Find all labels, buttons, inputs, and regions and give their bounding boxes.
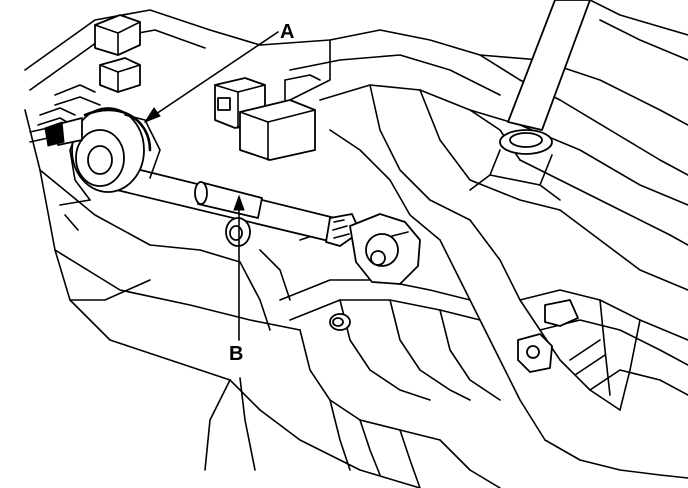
callout-a-label: A: [280, 21, 294, 43]
hardware-details: [329, 299, 606, 376]
bracket-block: [214, 74, 321, 161]
shift-lever: [469, 0, 591, 201]
callout-b-label: B: [229, 343, 243, 365]
callout-b: B: [229, 194, 245, 365]
console-housing: [24, 0, 688, 488]
connector-block: [37, 14, 141, 126]
callout-a: A: [143, 21, 294, 124]
shift-cable: [29, 107, 421, 285]
